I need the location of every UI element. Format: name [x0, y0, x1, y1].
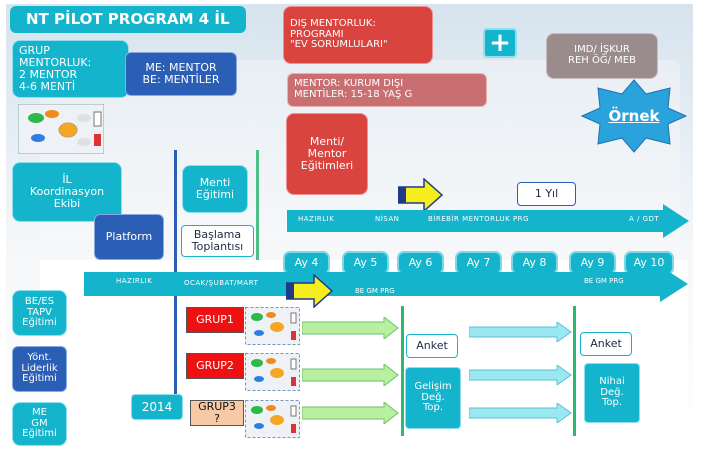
nihai-deg-top-box: Nihai Değ. Top.: [584, 363, 640, 423]
bottom-arrow-ocak: OCAK/ŞUBAT/MART: [184, 279, 259, 287]
top-arrow-birebir: BİREBİR MENTORLUK PRG: [428, 215, 529, 223]
menti-egitimi-box: Menti Eğitimi: [182, 165, 248, 213]
cyan-arrow-row2: [469, 365, 572, 385]
me-gm-egitimi-box: ME GM Eğitimi: [12, 402, 67, 446]
top-timeline-arrow: [287, 204, 689, 238]
ornek-star-badge: [580, 79, 688, 153]
month-ay-9: Ay 9: [569, 251, 616, 275]
bottom-arrow-be-gm-prg-2: BE GM PRG: [584, 277, 624, 285]
group3-thumbnail: [245, 400, 300, 438]
vertical-line-green: [256, 150, 259, 260]
year-2014-box: 2014: [131, 394, 183, 420]
green-arrow-row3: [302, 402, 399, 424]
group2-thumbnail: [245, 353, 300, 391]
top-arrow-a-gdt: A / GDT: [629, 215, 660, 223]
yellow-arrow-bottom: [286, 274, 334, 308]
month-ay-7: Ay 7: [455, 251, 502, 275]
bir-yil-box: 1 Yıl: [517, 182, 576, 206]
grup-mentorluk-box: GRUP MENTORLUK: 2 MENTOR 4-6 MENTİ: [12, 40, 129, 98]
bottom-arrow-be-gm-prg-1: BE GM PRG: [355, 287, 395, 295]
plus-icon: +: [483, 28, 517, 58]
menti-mentor-egitimleri-box: Menti/ Mentor Eğitimleri: [286, 113, 368, 195]
platform-box: Platform: [94, 214, 164, 260]
green-arrow-row2: [302, 364, 399, 386]
yellow-arrow-top: [398, 178, 444, 212]
mindmap-thumbnail-top: [18, 104, 104, 154]
cyan-arrow-row1: [469, 322, 572, 342]
baslama-toplantisi-box: Başlama Toplantısı: [181, 225, 254, 257]
il-koordinasyon-box: İL Koordinasyon Ekibi: [12, 162, 122, 222]
dis-mentorluk-box: DIŞ MENTORLUK: PROGRAMI "EV SORUMLULARI": [283, 6, 433, 64]
anket-box-2: Anket: [580, 332, 632, 356]
ornek-label: Örnek: [608, 106, 660, 125]
top-arrow-nisan: NİSAN: [375, 215, 400, 223]
yont-liderlik-egitimi-box: Yönt. Liderlik Eğitimi: [12, 346, 67, 392]
group1-thumbnail: [245, 307, 300, 345]
imd-iskur-box: IMD/ İŞKUR REH ÖĞ/ MEB: [546, 33, 658, 79]
be-es-tapv-egitimi-box: BE/ES TAPV Eğitimi: [12, 290, 67, 336]
separator-green-2: [573, 306, 576, 436]
me-be-box: ME: MENTOR BE: MENTİLER: [125, 52, 237, 96]
month-ay-4: Ay 4: [283, 251, 330, 275]
cyan-arrow-row3: [469, 403, 572, 423]
mentor-kurum-disi-box: MENTOR: KURUM DIŞI MENTİLER: 15-18 YAŞ G: [287, 73, 487, 107]
anket-box-1: Anket: [406, 334, 458, 358]
slide-title: NT PİLOT PROGRAM 4 İL: [10, 6, 246, 33]
green-arrow-row1: [302, 317, 399, 339]
month-ay-5: Ay 5: [342, 251, 389, 275]
grup1-box: GRUP1: [186, 307, 244, 333]
separator-green-1: [401, 306, 404, 436]
bottom-timeline-arrow: [84, 266, 688, 302]
grup2-box: GRUP2: [186, 353, 244, 379]
gelisim-deg-top-box: Gelişim Değ. Top.: [405, 367, 461, 429]
grup3-box: GRUP3 ?: [190, 400, 244, 426]
bottom-arrow-hazirlik: HAZIRLIK: [116, 277, 153, 285]
top-arrow-hazirlik: HAZIRLIK: [298, 215, 335, 223]
